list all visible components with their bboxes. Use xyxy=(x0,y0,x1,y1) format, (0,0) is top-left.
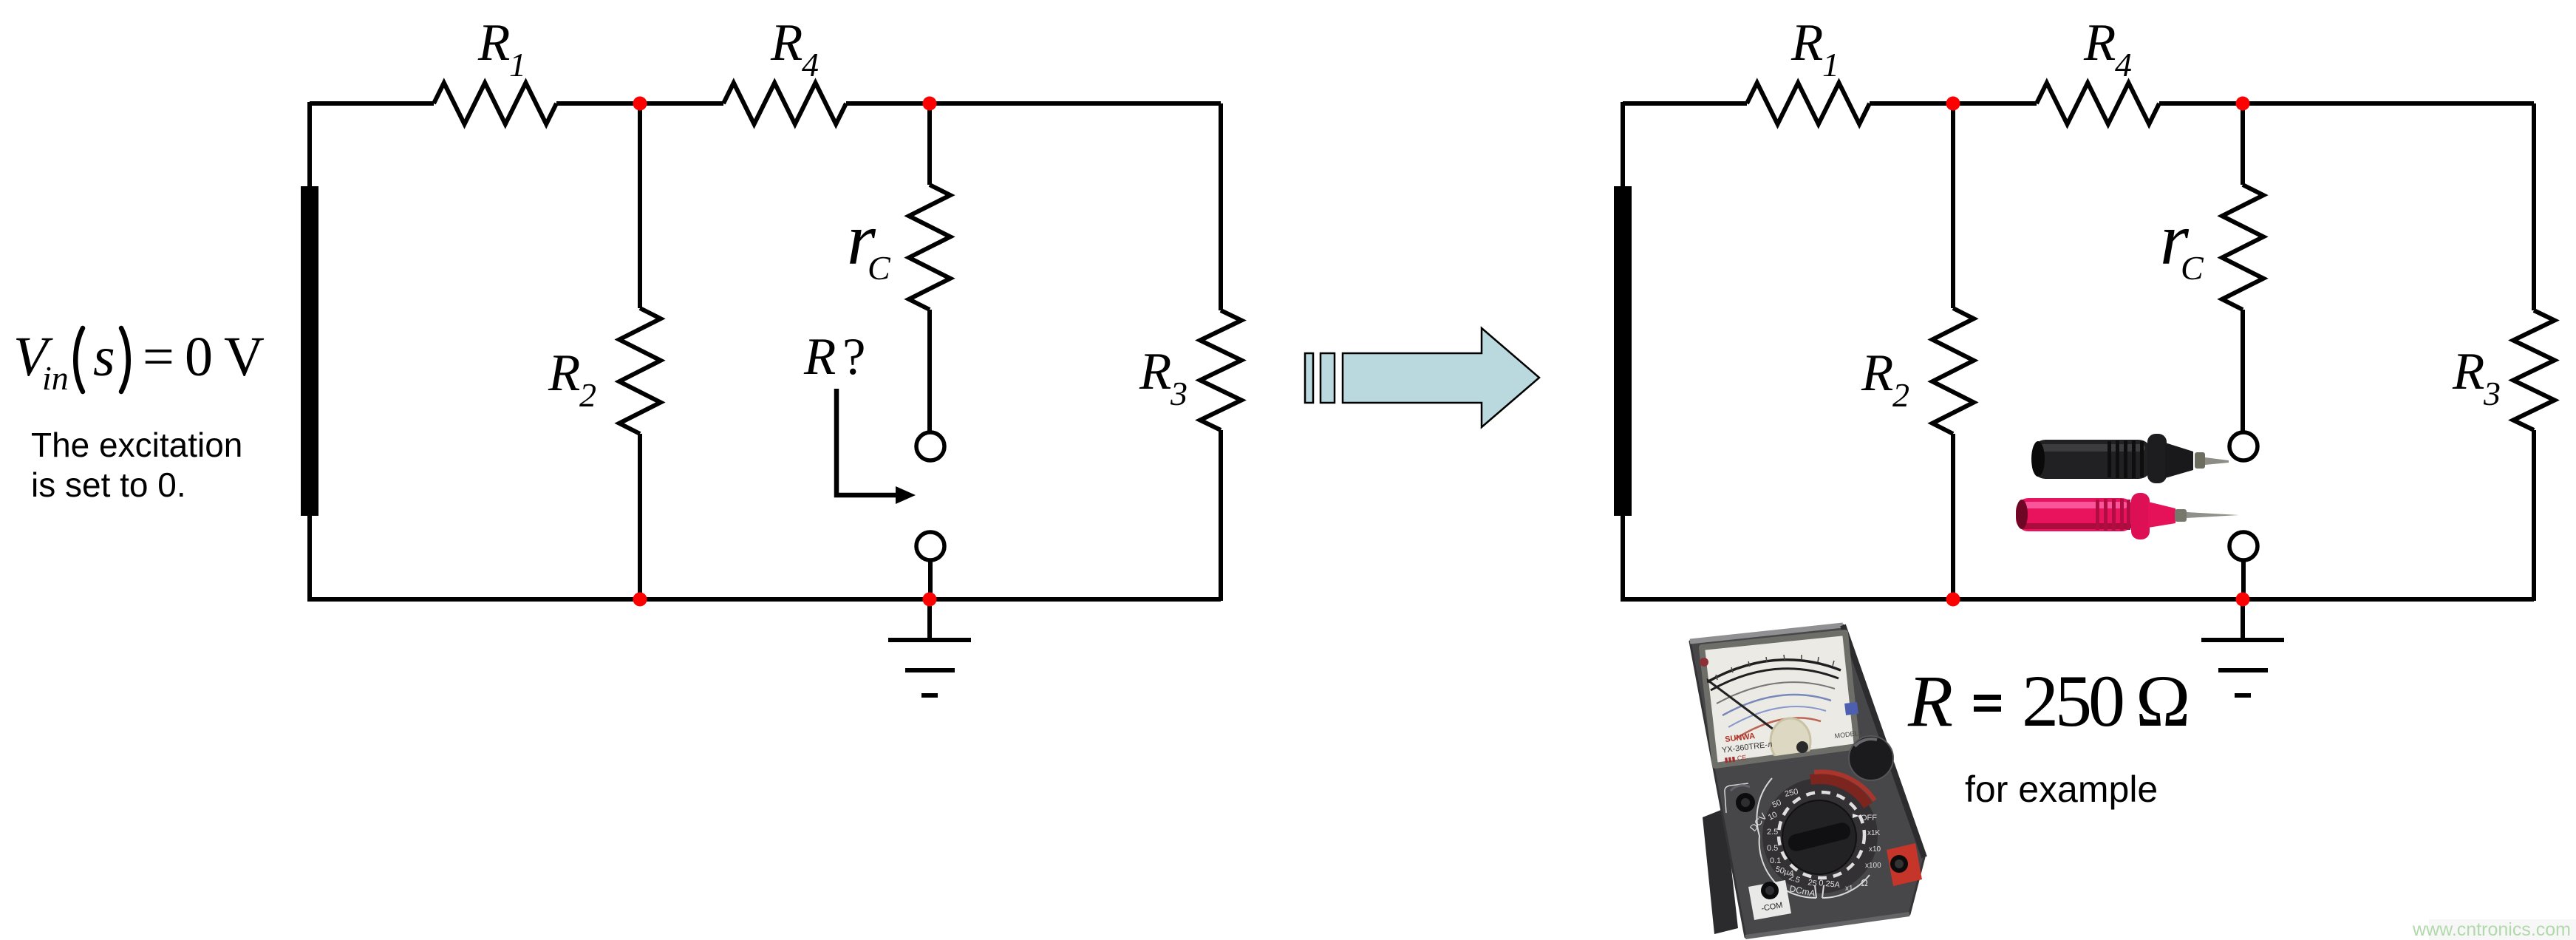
svg-text:-COM: -COM xyxy=(1760,901,1783,913)
svg-text:V: V xyxy=(224,326,265,388)
svg-text:R: R xyxy=(2083,14,2116,72)
svg-text:r: r xyxy=(847,198,876,280)
svg-text:250: 250 xyxy=(2022,660,2123,742)
svg-text:x10: x10 xyxy=(1869,845,1881,854)
svg-text:x1K: x1K xyxy=(1867,829,1881,837)
svg-text:2: 2 xyxy=(579,376,596,414)
svg-text:3: 3 xyxy=(2483,375,2501,412)
svg-text:10: 10 xyxy=(1767,810,1779,822)
svg-text:=: = xyxy=(143,326,174,388)
svg-text:R: R xyxy=(1790,14,1823,72)
svg-text:R: R xyxy=(1907,660,1953,742)
svg-text:25: 25 xyxy=(1807,878,1817,888)
svg-text:1: 1 xyxy=(509,46,526,84)
svg-text:250: 250 xyxy=(1784,787,1799,799)
svg-text:r: r xyxy=(2160,198,2190,280)
svg-text:in: in xyxy=(42,359,69,397)
svg-text:R: R xyxy=(477,14,510,72)
svg-text:4: 4 xyxy=(2115,46,2132,84)
svg-text:Ω: Ω xyxy=(1861,877,1868,888)
svg-text:MODEL▼: MODEL▼ xyxy=(1834,729,1865,740)
svg-text:?: ? xyxy=(842,328,866,386)
svg-text:R: R xyxy=(770,14,803,72)
svg-text:x1: x1 xyxy=(1845,885,1853,893)
svg-text:is set to 0.: is set to 0. xyxy=(31,466,186,504)
svg-text:0.1: 0.1 xyxy=(1770,856,1781,865)
svg-text:0: 0 xyxy=(185,326,213,388)
svg-text:▮▮▮ CE: ▮▮▮ CE xyxy=(1724,754,1747,764)
svg-text:R: R xyxy=(2452,343,2484,401)
svg-text:Ω: Ω xyxy=(2136,660,2190,742)
svg-text:The excitation: The excitation xyxy=(31,426,242,464)
svg-text:R: R xyxy=(1139,343,1171,401)
svg-text:3: 3 xyxy=(1170,375,1188,412)
svg-text:C: C xyxy=(868,249,891,287)
svg-text:0.25A: 0.25A xyxy=(1819,879,1841,890)
svg-text:2: 2 xyxy=(1892,376,1909,414)
svg-text:s: s xyxy=(93,326,115,388)
svg-text:2.5: 2.5 xyxy=(1788,873,1801,885)
svg-text:0.5: 0.5 xyxy=(1767,844,1778,853)
svg-text:2.5: 2.5 xyxy=(1767,828,1778,837)
svg-text:x100: x100 xyxy=(1865,862,1881,870)
svg-text:for example: for example xyxy=(1965,769,2158,810)
svg-text:R: R xyxy=(548,344,580,402)
svg-text:50: 50 xyxy=(1771,798,1783,810)
svg-text:C: C xyxy=(2181,249,2204,287)
svg-text:OFF: OFF xyxy=(1861,814,1877,822)
svg-text:R: R xyxy=(1861,344,1893,402)
svg-text:SUNWA: SUNWA xyxy=(1725,732,1756,744)
svg-text:4: 4 xyxy=(802,46,819,84)
svg-text:V: V xyxy=(13,326,53,388)
svg-text:1: 1 xyxy=(1822,46,1839,84)
svg-text:www.cntronics.com: www.cntronics.com xyxy=(2412,919,2571,940)
svg-text:R: R xyxy=(803,328,836,386)
